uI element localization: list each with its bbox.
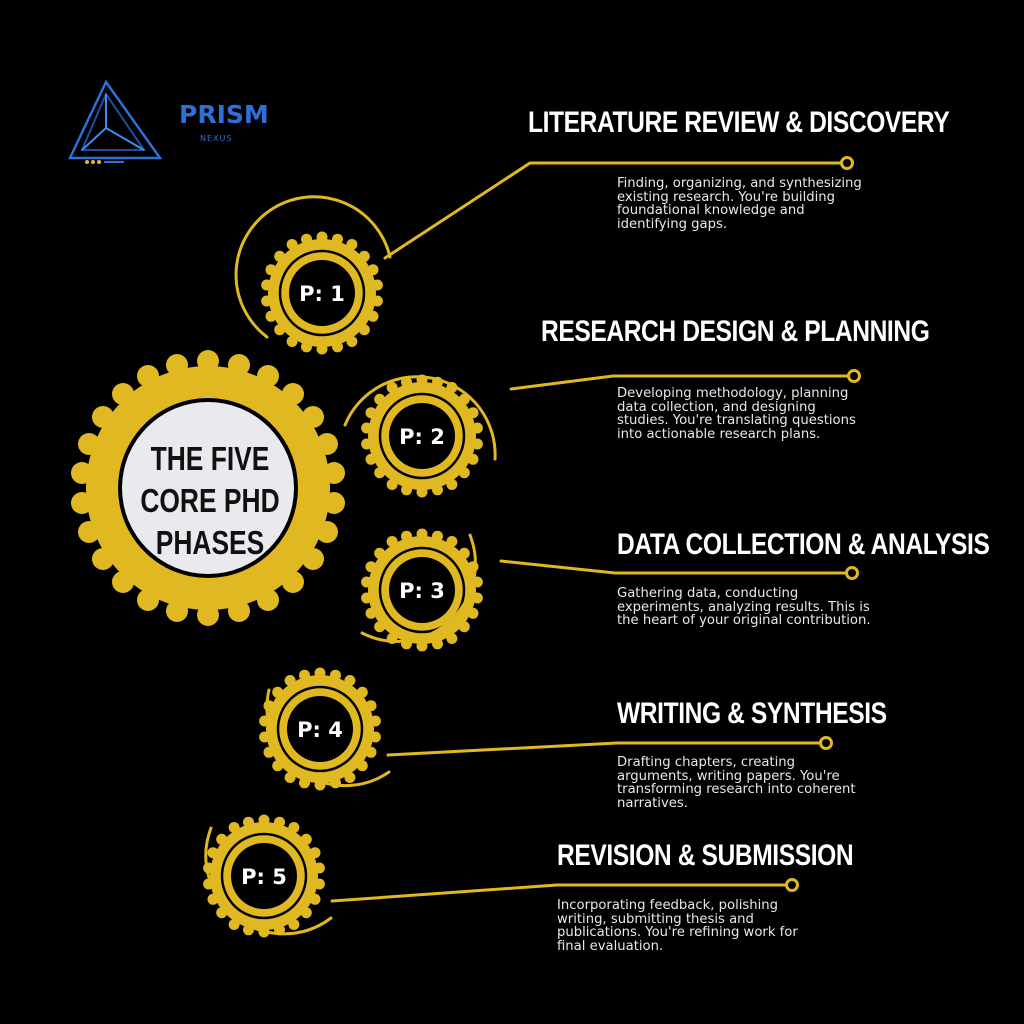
- center-title-line-2: CORE PHD: [140, 482, 280, 519]
- phase-3-title: DATA COLLECTION & ANALYSIS: [617, 528, 990, 561]
- phase-5-title: REVISION & SUBMISSION: [557, 839, 854, 872]
- phase-4-title: WRITING & SYNTHESIS: [617, 697, 887, 730]
- phase-5-description: Incorporating feedback, polishing writin…: [557, 898, 798, 954]
- phase-1-badge: P: 1: [299, 282, 345, 306]
- phase-2-description: Developing methodology, planning data co…: [617, 386, 856, 442]
- phase-4-description: Drafting chapters, creating arguments, w…: [617, 755, 856, 811]
- phase-3-badge: P: 3: [399, 579, 445, 603]
- phase-2-title: RESEARCH DESIGN & PLANNING: [541, 315, 930, 348]
- prism-nexus-logo: PRISM NEXUS: [64, 78, 269, 168]
- phase-5-badge: P: 5: [241, 865, 287, 889]
- phase-4-badge: P: 4: [297, 718, 343, 742]
- center-gear: [71, 350, 345, 626]
- phase-1-title: LITERATURE REVIEW & DISCOVERY: [528, 106, 950, 139]
- phase-1-description: Finding, organizing, and synthesizing ex…: [617, 176, 862, 232]
- logo-wordmark: PRISM: [179, 100, 269, 129]
- phase-2-badge: P: 2: [399, 425, 445, 449]
- center-title-line-1: THE FIVE: [150, 440, 270, 477]
- triangle-prism-icon: [68, 79, 163, 164]
- center-title-line-3: PHASES: [155, 524, 265, 561]
- center-title: THE FIVE CORE PHD PHASES: [130, 438, 290, 564]
- logo-subtitle: NEXUS: [200, 134, 233, 143]
- phase-3-description: Gathering data, conducting experiments, …: [617, 586, 871, 628]
